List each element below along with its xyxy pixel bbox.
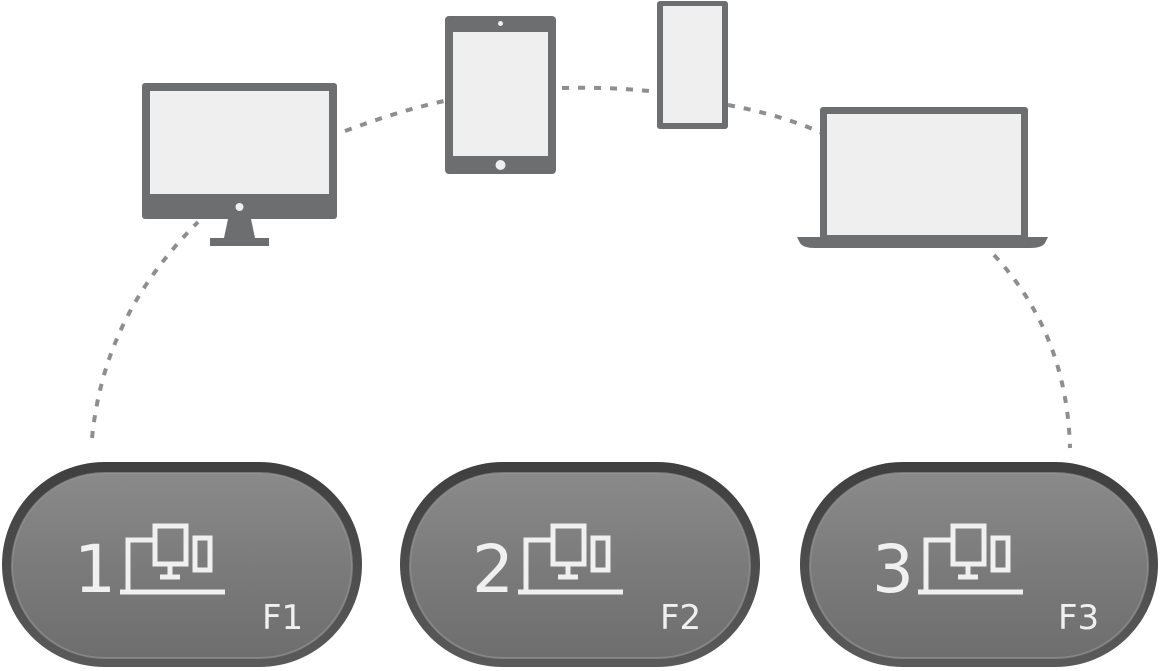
key-number: 1 — [74, 531, 116, 608]
key-highlight — [809, 472, 1149, 659]
easy-switch-key-1[interactable]: 1F1 — [2, 462, 362, 667]
tablet-icon — [445, 16, 556, 174]
key-fn-label: F1 — [262, 598, 303, 638]
key-number: 3 — [872, 531, 914, 608]
laptop-icon — [797, 107, 1048, 248]
multi-device-icon — [918, 523, 1023, 595]
key-fn-label: F2 — [660, 598, 701, 638]
easy-switch-key-3[interactable]: 3F3 — [800, 462, 1158, 667]
easy-switch-key-2[interactable]: 2F2 — [400, 462, 760, 667]
key-highlight — [11, 472, 353, 659]
key-highlight — [409, 472, 751, 659]
phone-icon — [657, 1, 728, 129]
key-fn-label: F3 — [1058, 598, 1099, 638]
key-number: 2 — [472, 531, 514, 608]
connection-dotted-arc — [90, 85, 1072, 449]
multi-device-icon — [518, 523, 623, 595]
desktop-monitor-icon — [142, 83, 337, 246]
multi-device-icon — [120, 523, 225, 595]
